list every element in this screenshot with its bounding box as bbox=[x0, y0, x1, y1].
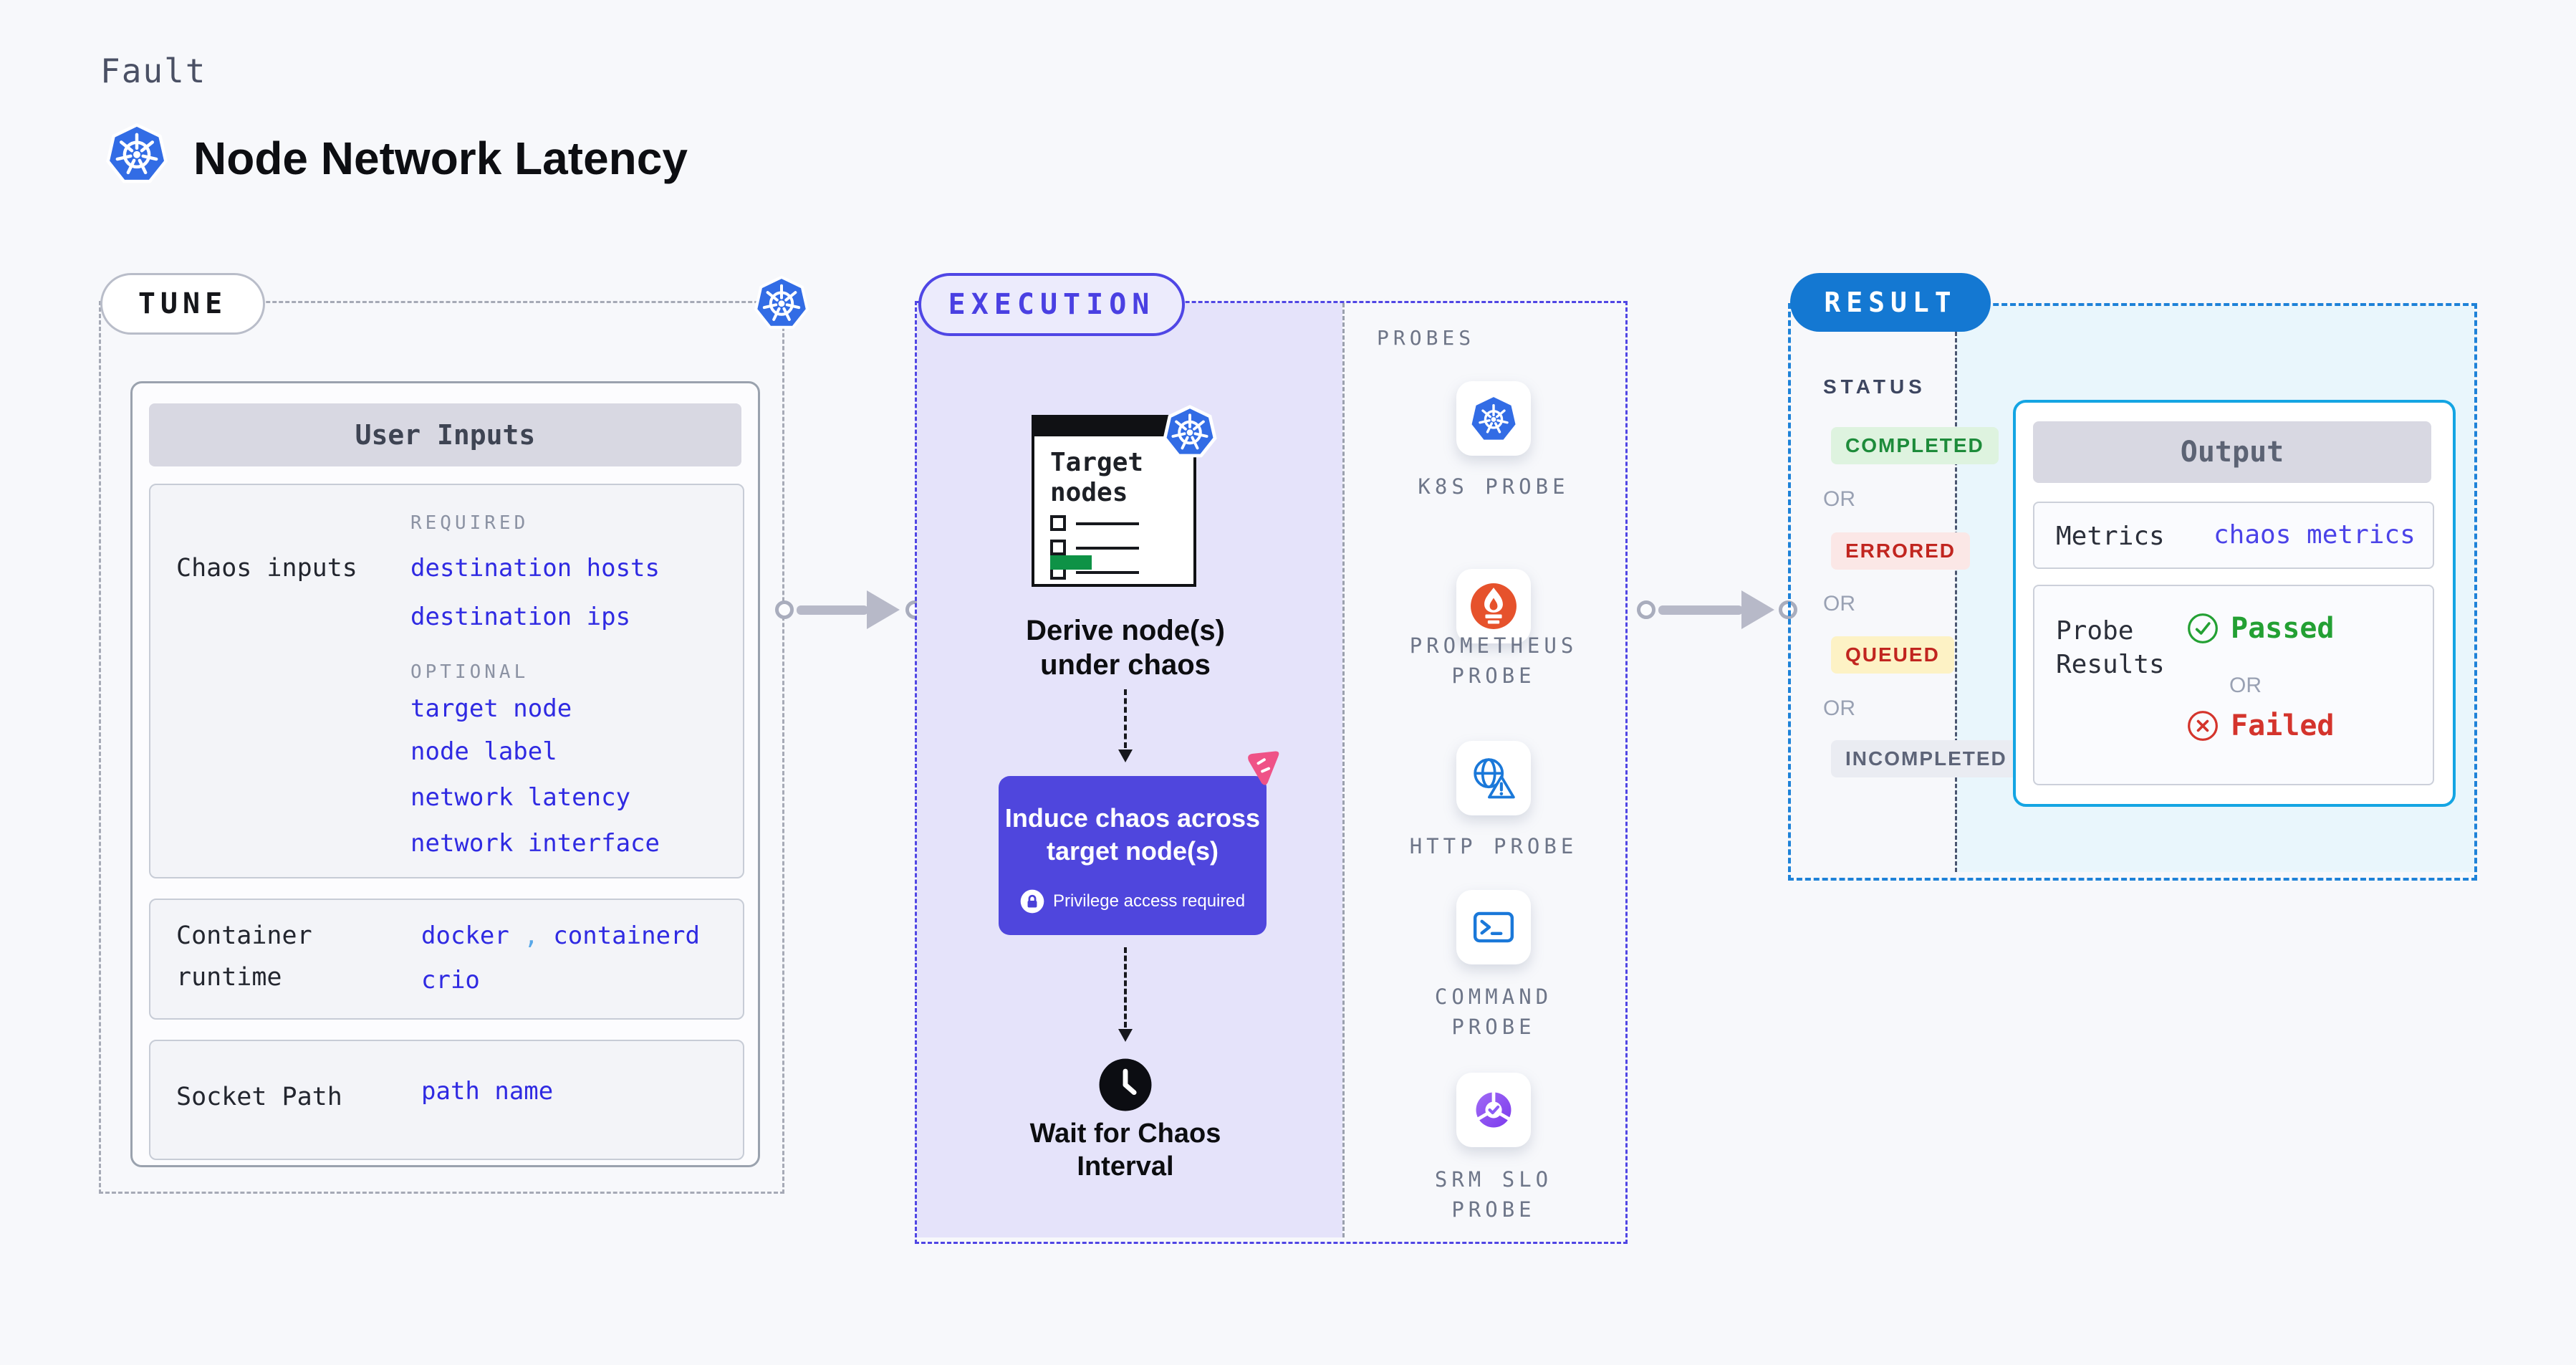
output-header: Output bbox=[2033, 421, 2431, 483]
tune-stage-badge: TUNE bbox=[100, 273, 265, 335]
probes-separator bbox=[1342, 303, 1345, 1237]
metrics-row: Metrics chaos metrics bbox=[2033, 502, 2434, 569]
status-badge-queued: QUEUED bbox=[1831, 636, 1954, 674]
runtime-values-line1[interactable]: docker , containerd bbox=[421, 921, 700, 950]
probe-label: HTTP PROBE bbox=[1409, 834, 1578, 858]
param-link-node-label[interactable]: node label bbox=[410, 737, 557, 766]
command-probe-card bbox=[1456, 890, 1531, 964]
k8s-probe-card bbox=[1456, 381, 1531, 456]
check-circle-icon bbox=[2186, 612, 2219, 645]
socket-path-section: Socket Path path name bbox=[149, 1040, 744, 1160]
param-link-destination-ips[interactable]: destination ips bbox=[410, 603, 631, 631]
induce-chaos-label: Induce chaos across target node(s) bbox=[1004, 803, 1261, 866]
optional-label: OPTIONAL bbox=[410, 661, 529, 683]
title-kubernetes-icon bbox=[105, 120, 169, 186]
param-link-network-latency[interactable]: network latency bbox=[410, 783, 631, 812]
probe-label: K8S PROBE bbox=[1418, 474, 1570, 499]
status-title: STATUS bbox=[1823, 375, 1926, 398]
privilege-label: Privilege access required bbox=[1052, 891, 1246, 911]
status-badge-completed: COMPLETED bbox=[1831, 427, 1999, 464]
connector-dot bbox=[1637, 600, 1655, 619]
litmus-chaos-icon bbox=[1241, 748, 1282, 788]
kubernetes-icon bbox=[1469, 394, 1518, 443]
chaos-inputs-section: Chaos inputs REQUIRED destination hosts … bbox=[149, 484, 744, 878]
passed-label: Passed bbox=[2231, 612, 2335, 645]
user-inputs-header: User Inputs bbox=[149, 403, 741, 466]
card-kubernetes-icon bbox=[1162, 403, 1218, 460]
connector-dot bbox=[775, 600, 794, 619]
green-bar bbox=[1050, 555, 1092, 570]
probe-results-row: Probe Results Passed OR bbox=[2033, 585, 2434, 785]
srm-slo-probe-card bbox=[1456, 1073, 1531, 1147]
checkbox-icon bbox=[1050, 515, 1066, 531]
result-separator bbox=[1955, 306, 1957, 872]
metrics-value-link[interactable]: chaos metrics bbox=[2214, 520, 2416, 550]
list-line bbox=[1076, 547, 1139, 550]
execution-stage-badge: EXECUTION bbox=[918, 273, 1185, 336]
status-badge-errored: ERRORED bbox=[1831, 532, 1971, 570]
or-label: OR bbox=[1823, 487, 1855, 511]
param-link-destination-hosts[interactable]: destination hosts bbox=[410, 554, 660, 583]
lock-icon bbox=[1020, 889, 1044, 914]
or-label: OR bbox=[2229, 674, 2262, 697]
probes-title: PROBES bbox=[1377, 326, 1476, 350]
prometheus-icon bbox=[1469, 582, 1518, 631]
fault-kicker: Fault bbox=[100, 52, 207, 90]
arrow-head bbox=[1118, 749, 1133, 762]
target-card-title: Target nodes bbox=[1050, 448, 1144, 507]
container-runtime-label-line1: Container bbox=[176, 921, 312, 950]
param-link-network-interface[interactable]: network interface bbox=[410, 829, 660, 858]
tune-kubernetes-icon bbox=[753, 273, 810, 332]
flow-arrow bbox=[1124, 947, 1127, 1028]
metrics-label: Metrics bbox=[2056, 522, 2165, 551]
privilege-row: Privilege access required bbox=[999, 889, 1267, 914]
probe-label: SRM SLO PROBE bbox=[1434, 1167, 1553, 1222]
socket-path-label: Socket Path bbox=[176, 1083, 342, 1111]
page-title: Node Network Latency bbox=[193, 133, 688, 184]
probe-results-label: Probe Results bbox=[2056, 616, 2165, 679]
runtime-value-crio[interactable]: crio bbox=[421, 966, 480, 995]
required-label: REQUIRED bbox=[410, 512, 529, 534]
or-label: OR bbox=[1823, 592, 1855, 616]
wait-interval-label: Wait for Chaos Interval bbox=[1029, 1119, 1221, 1182]
passed-row: Passed bbox=[2186, 612, 2335, 645]
output-box: Output Metrics chaos metrics Probe Resul… bbox=[2013, 400, 2456, 807]
result-region bbox=[1788, 303, 2477, 881]
list-line bbox=[1076, 571, 1139, 574]
comma-separator: , bbox=[524, 921, 539, 950]
prometheus-probe-card bbox=[1456, 569, 1531, 643]
result-stage-badge: RESULT bbox=[1790, 273, 1991, 332]
user-inputs-card: User Inputs Chaos inputs REQUIRED destin… bbox=[130, 381, 760, 1167]
container-runtime-section: Container runtime docker , containerd cr… bbox=[149, 899, 744, 1020]
probe-label: COMMAND PROBE bbox=[1434, 985, 1553, 1040]
execution-region bbox=[915, 301, 1628, 1244]
execution-to-result-arrow bbox=[1658, 605, 1743, 615]
probe-label: PROMETHEUS PROBE bbox=[1409, 633, 1578, 689]
arrow-head bbox=[1741, 590, 1774, 629]
container-runtime-label-line2: runtime bbox=[176, 963, 282, 992]
srm-slo-icon bbox=[1469, 1086, 1518, 1134]
or-label: OR bbox=[1823, 696, 1855, 720]
arrow-head bbox=[1118, 1029, 1133, 1042]
failed-row: Failed bbox=[2186, 709, 2335, 742]
http-probe-card bbox=[1456, 741, 1531, 815]
list-line bbox=[1076, 522, 1139, 525]
arrow-head bbox=[867, 590, 900, 629]
clock-icon bbox=[1098, 1058, 1153, 1112]
derive-nodes-label: Derive node(s) under chaos bbox=[1026, 615, 1225, 681]
param-link-path-name[interactable]: path name bbox=[421, 1077, 554, 1106]
chaos-inputs-label: Chaos inputs bbox=[176, 554, 357, 583]
induce-chaos-box: Induce chaos across target node(s) Privi… bbox=[999, 776, 1267, 935]
checkbox-icon bbox=[1050, 540, 1066, 555]
flow-arrow bbox=[1124, 689, 1127, 748]
status-badge-incompleted: INCOMPLETED bbox=[1831, 740, 2022, 777]
param-link-target-node[interactable]: target node bbox=[410, 694, 572, 723]
x-circle-icon bbox=[2186, 709, 2219, 742]
failed-label: Failed bbox=[2231, 709, 2335, 742]
tune-region bbox=[99, 301, 784, 1194]
http-icon bbox=[1469, 754, 1518, 803]
command-icon bbox=[1469, 903, 1518, 952]
tune-to-execution-arrow bbox=[797, 605, 868, 615]
